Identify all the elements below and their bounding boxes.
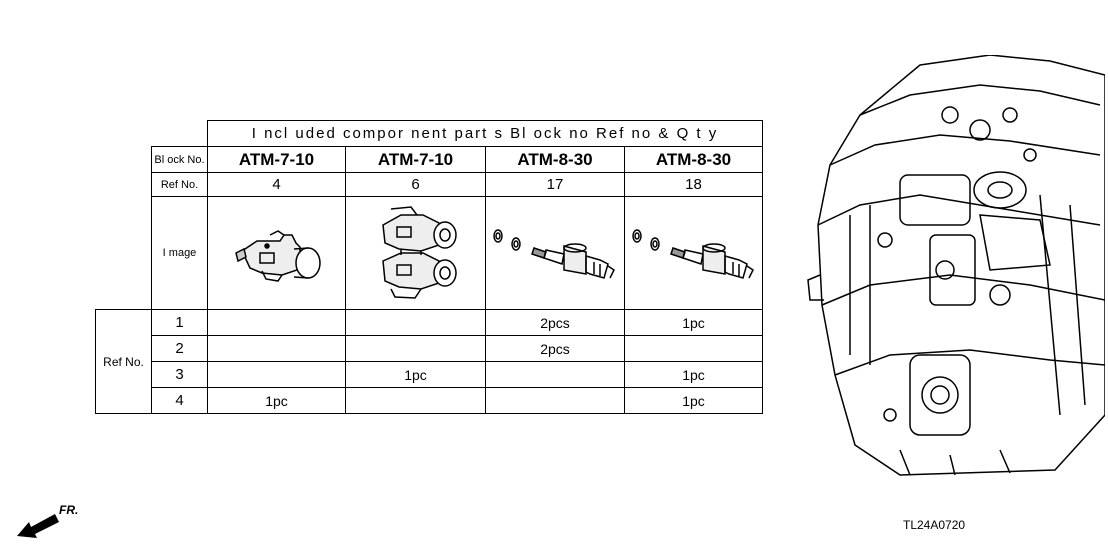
ref-no-label: Ref No. — [151, 172, 208, 197]
qty-cell: 1pc — [207, 387, 346, 414]
corner-blank — [96, 147, 152, 173]
front-direction-label: FR. — [59, 503, 78, 517]
corner-blank — [96, 173, 152, 197]
corner-blank — [152, 121, 208, 147]
block-no-label: Bl ock No. — [151, 146, 208, 173]
block-no-cell: ATM-7-10 — [207, 146, 346, 173]
row-ref-no: 3 — [151, 361, 208, 388]
row-ref-no: 1 — [151, 309, 208, 336]
ref-no-cell: 4 — [207, 172, 346, 197]
qty-cell: 2pcs — [485, 309, 625, 336]
block-no-cell: ATM-7-10 — [345, 146, 486, 173]
parts-table: I ncl uded compor nent part s Bl ock no … — [95, 120, 763, 414]
row-ref-no: 4 — [151, 387, 208, 414]
qty-cell: 1pc — [345, 361, 486, 388]
table-title: I ncl uded compor nent part s Bl ock no … — [207, 120, 763, 147]
qty-cell — [207, 361, 346, 388]
block-no-cell: ATM-8-30 — [485, 146, 625, 173]
corner-blank — [96, 121, 152, 147]
qty-cell: 1pc — [624, 387, 763, 414]
corner-blank — [96, 197, 152, 310]
qty-cell — [207, 335, 346, 362]
diagram-code: TL24A0720 — [903, 518, 966, 532]
solenoid-valve-with-orings-icon — [493, 229, 615, 279]
solenoid-double-icon — [381, 206, 457, 299]
image-cell — [624, 196, 763, 310]
qty-cell — [345, 387, 486, 414]
image-cell — [345, 196, 486, 310]
ref-no-cell: 18 — [624, 172, 763, 197]
qty-cell — [485, 361, 625, 388]
ref-no-side-label: Ref No. — [95, 309, 152, 414]
qty-cell — [485, 387, 625, 414]
qty-cell — [207, 309, 346, 336]
qty-cell — [345, 309, 486, 336]
qty-cell: 2pcs — [485, 335, 625, 362]
image-label: I mage — [151, 196, 208, 310]
front-direction-arrow-icon: FR. — [17, 503, 78, 538]
solenoid-single-icon — [234, 230, 321, 282]
qty-cell — [345, 335, 486, 362]
qty-cell: 1pc — [624, 361, 763, 388]
image-cell — [485, 196, 625, 310]
ref-no-cell: 17 — [485, 172, 625, 197]
block-no-cell: ATM-8-30 — [624, 146, 763, 173]
image-cell — [207, 196, 346, 310]
transmission-housing-drawing — [807, 55, 1105, 476]
qty-cell: 1pc — [624, 309, 763, 336]
qty-cell — [624, 335, 763, 362]
solenoid-valve-with-orings-icon — [631, 229, 754, 279]
row-ref-no: 2 — [151, 335, 208, 362]
ref-no-cell: 6 — [345, 172, 486, 197]
